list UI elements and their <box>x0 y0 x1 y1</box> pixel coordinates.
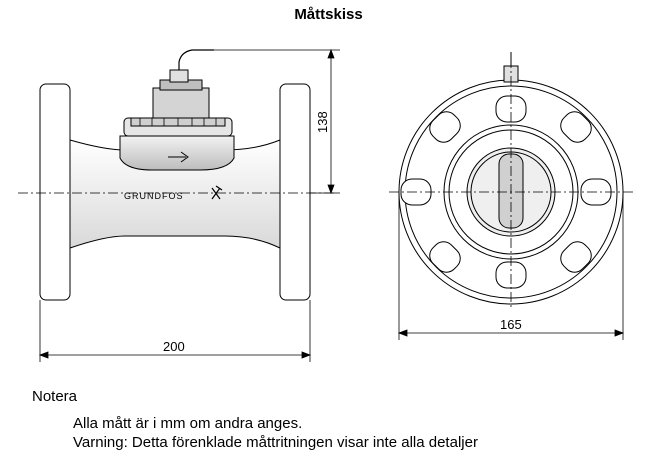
cable <box>178 49 214 70</box>
dimension-200 <box>38 300 312 362</box>
dimension-138 <box>214 48 340 195</box>
note-line: Alla mått är i mm om andra anges. <box>73 415 303 432</box>
note-lines: Alla mått är i mm om andra anges. Varnin… <box>73 414 478 452</box>
dimension-165 <box>397 192 625 340</box>
brand-label: GRUNDFOS <box>124 191 184 201</box>
height-dimension: 138 <box>315 111 330 133</box>
drawing-title: Måttskiss <box>294 6 363 23</box>
technical-drawing: GRUNDFOS 138 200 <box>18 48 633 362</box>
right-flange <box>279 83 311 301</box>
note-line: Varning: Detta förenklade måttritningen … <box>73 434 478 451</box>
side-view <box>39 49 311 301</box>
length-dimension: 200 <box>163 339 185 354</box>
diameter-dimension: 165 <box>500 317 522 332</box>
left-flange <box>39 83 71 301</box>
note-heading: Notera <box>32 388 78 405</box>
flow-arrow-icon <box>168 151 189 163</box>
sensor-housing <box>119 135 235 171</box>
grundfos-logo-icon <box>211 185 223 200</box>
connector-block <box>152 87 210 119</box>
